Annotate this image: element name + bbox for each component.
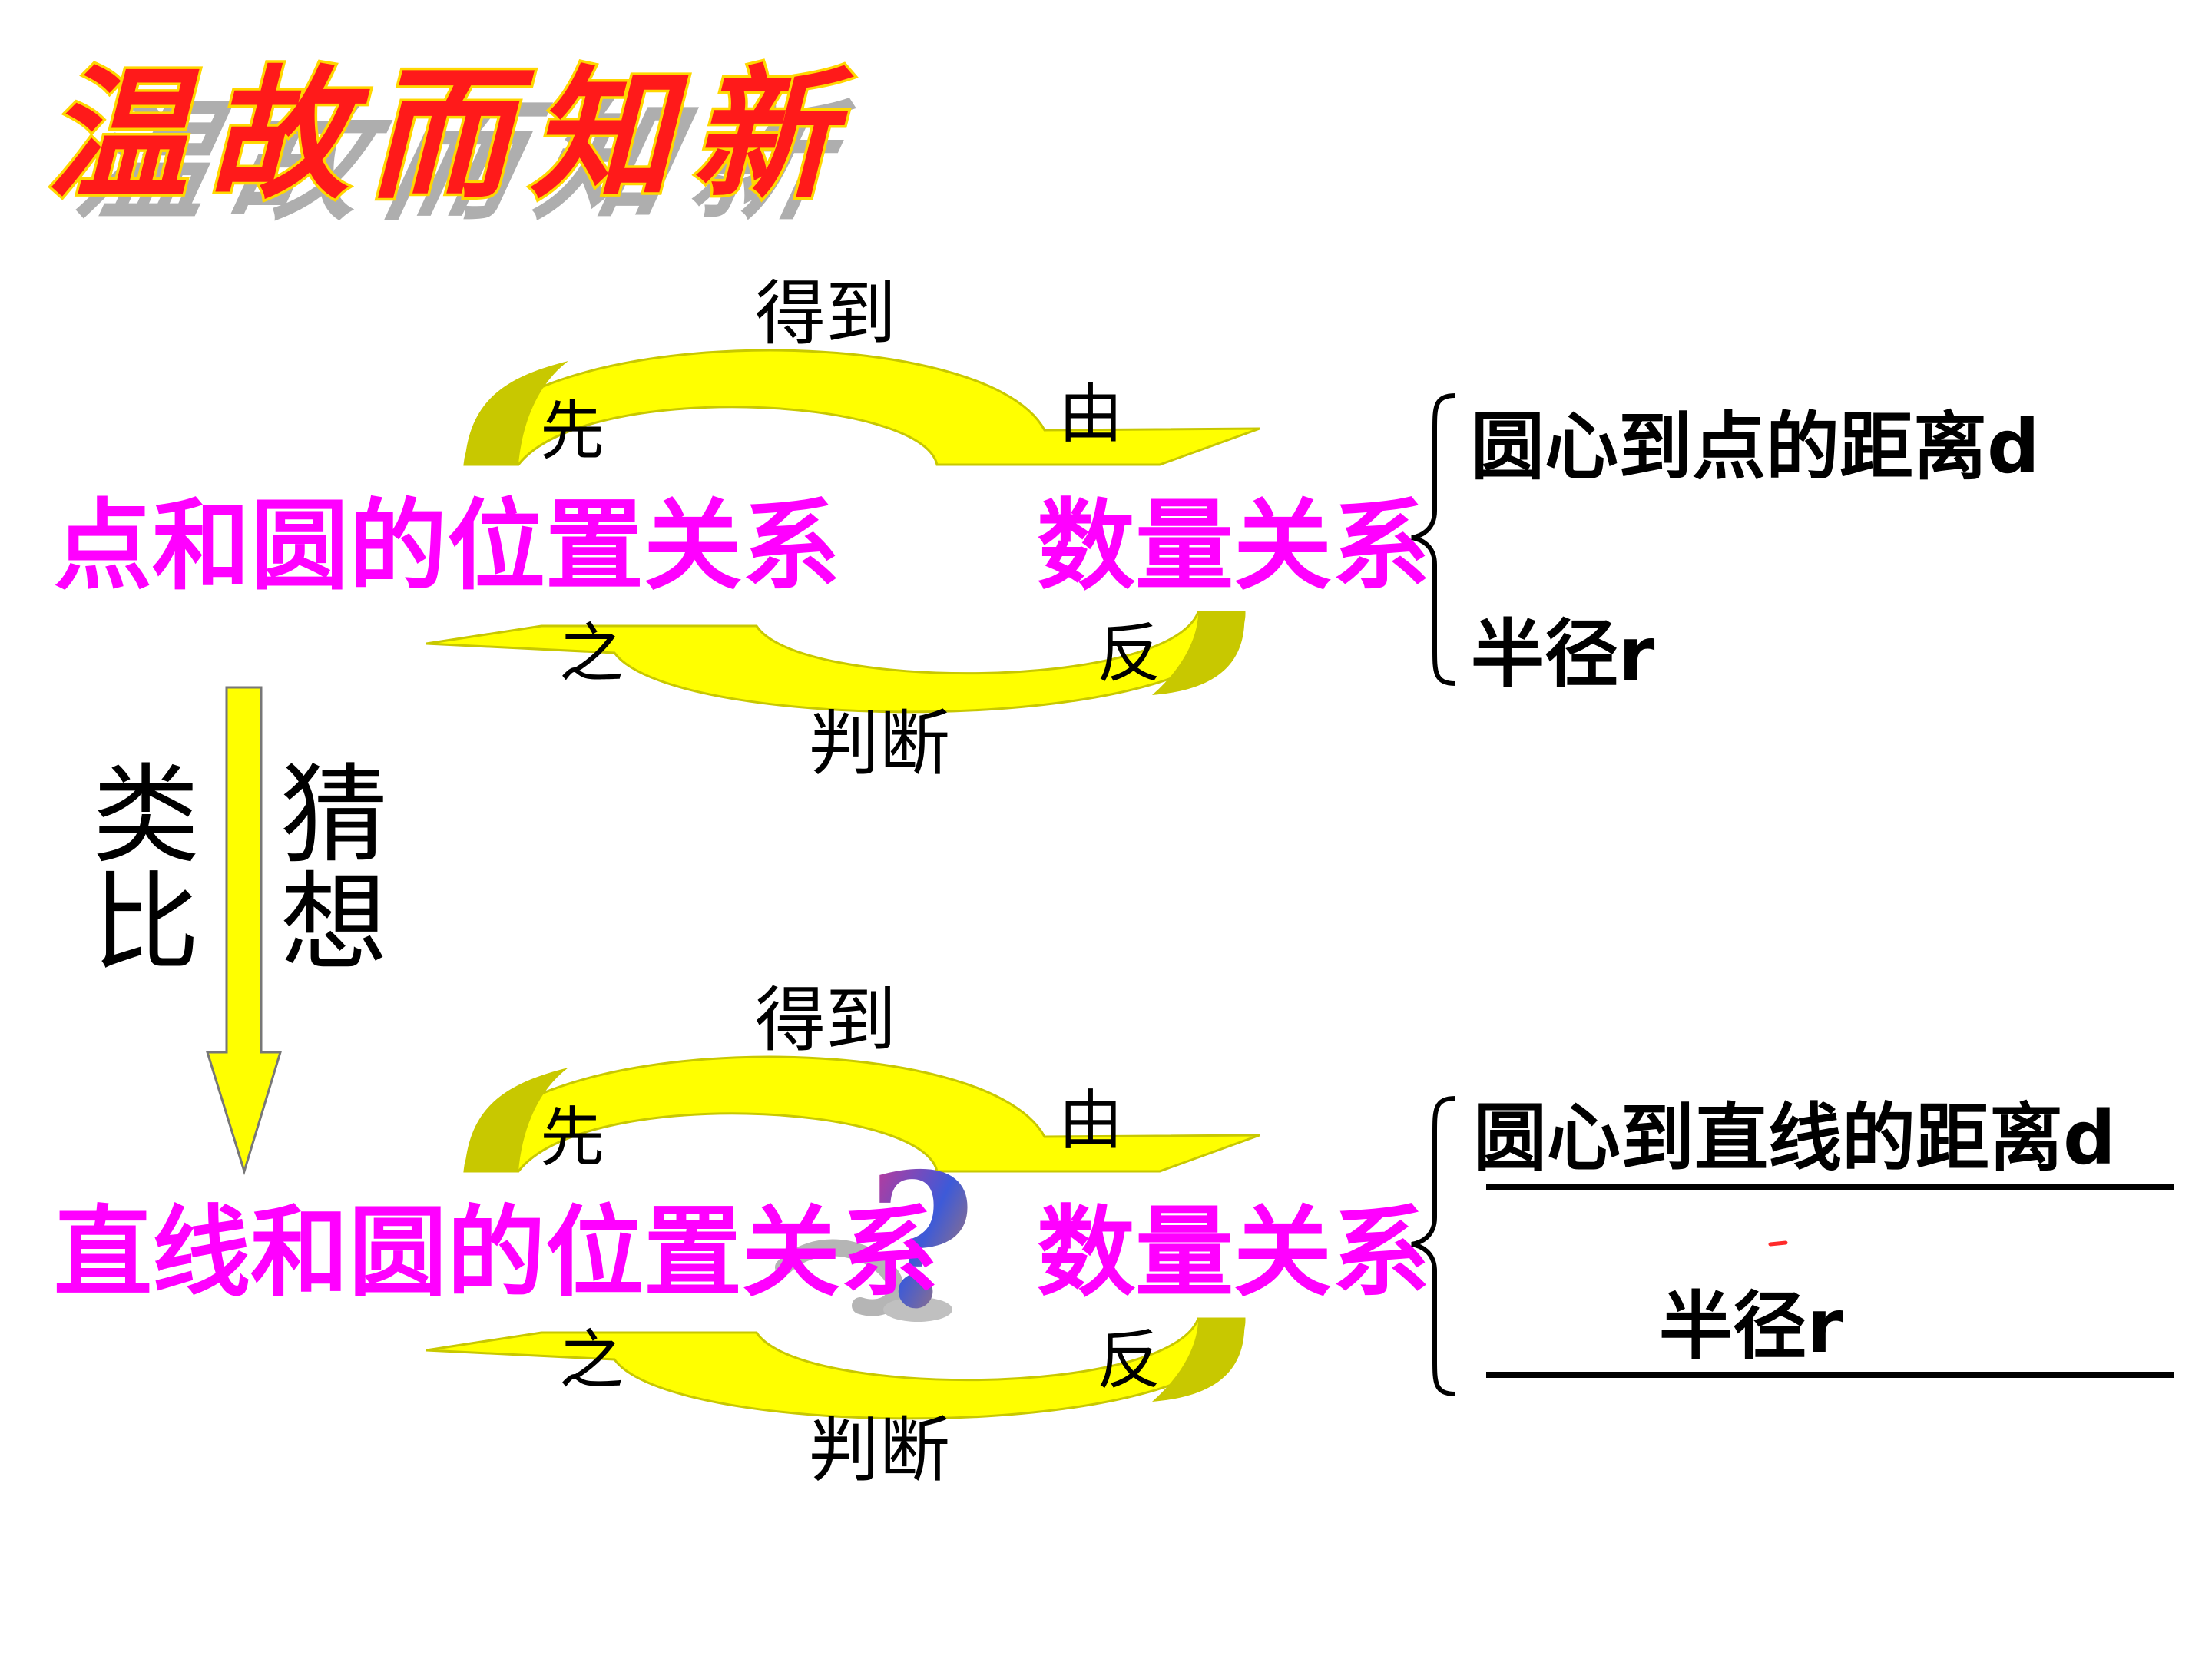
bottom-cycle-lower-arrow	[426, 1317, 1246, 1420]
bottom-cycle-lower-shade	[1152, 1319, 1245, 1402]
top-brace-item-distance: 圆心到点的距离d	[1471, 404, 2040, 490]
bottom-cycle-label-left-top: 先	[540, 1100, 604, 1175]
top-cycle-label-top: 得到	[755, 273, 896, 355]
bottom-brace	[1411, 1096, 1456, 1396]
bottom-cycle-label-bottom: 判断	[809, 1409, 950, 1492]
bottom-cycle	[426, 1055, 1260, 1420]
analogy-down-arrow	[205, 686, 283, 1176]
top-cycle-label-right-bottom: 反	[1097, 616, 1161, 691]
analogy-left-char-2: 比	[92, 861, 200, 986]
bottom-right-heading: 数量关系	[1037, 1196, 1430, 1310]
question-mark-swirl-shadow	[775, 1239, 905, 1316]
top-cycle	[426, 349, 1260, 714]
bottom-brace-item-radius: 半径r	[1659, 1283, 1843, 1369]
top-cycle-label-left-bottom: 之	[559, 616, 624, 691]
top-cycle-label-left-top: 先	[540, 393, 604, 469]
title-group: 温故而知新 温故而知新	[44, 48, 866, 239]
top-right-heading: 数量关系	[1037, 489, 1430, 604]
bottom-cycle-label-left-bottom: 之	[559, 1323, 624, 1398]
bottom-cycle-label-right-top: 由	[1058, 1083, 1123, 1158]
top-left-heading: 点和圆的位置关系	[54, 489, 840, 604]
top-cycle-lower-arrow	[426, 611, 1246, 714]
top-cycle-label-right-top: 由	[1058, 376, 1123, 452]
top-cycle-upper-shade	[465, 361, 568, 465]
analogy-right-char-1: 猜	[280, 753, 388, 879]
analogy-right-char-2: 想	[280, 861, 388, 986]
question-mark-icon: ?	[868, 1133, 976, 1349]
top-cycle-label-bottom: 判断	[809, 703, 950, 785]
top-brace-item-radius: 半径r	[1471, 611, 1655, 697]
bottom-brace-item-distance: 圆心到直线的距离d	[1473, 1095, 2116, 1181]
bottom-red-mark	[1768, 1240, 1788, 1247]
question-mark-graphic: ?	[775, 1133, 976, 1349]
title-shadow: 温故而知新	[65, 85, 865, 239]
bottom-left-heading: 直线和圆的位置关系	[54, 1196, 939, 1310]
bottom-cycle-label-top: 得到	[755, 979, 896, 1061]
title-text: 温故而知新	[46, 51, 854, 218]
bottom-cycle-upper-shade	[465, 1068, 568, 1171]
bottom-cycle-upper-arrow	[463, 1055, 1260, 1173]
top-brace	[1411, 393, 1456, 686]
bottom-cycle-label-right-bottom: 反	[1097, 1323, 1161, 1398]
top-cycle-lower-shade	[1152, 612, 1245, 695]
question-mark-base-shadow	[883, 1297, 952, 1322]
top-cycle-upper-arrow	[463, 349, 1260, 466]
analogy-left-char-1: 类	[92, 753, 200, 879]
